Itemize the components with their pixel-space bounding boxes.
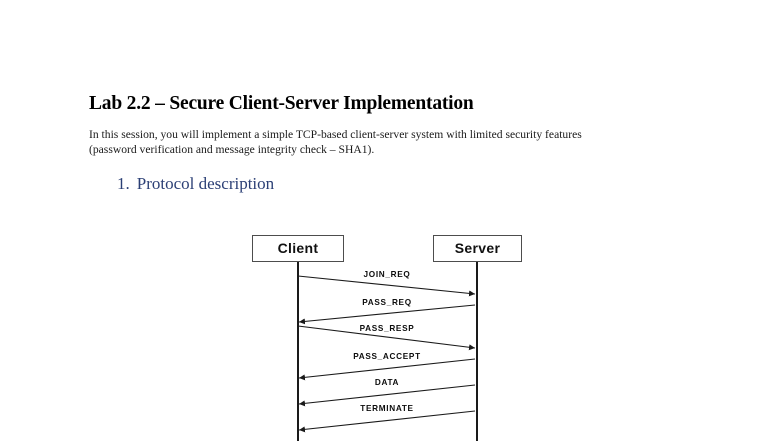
lifeline-server	[476, 262, 478, 441]
section-number: 1.	[117, 174, 130, 193]
message-label-data: DATA	[374, 378, 400, 387]
message-label-pass-accept: PASS_ACCEPT	[353, 352, 421, 361]
arrow-data	[298, 384, 476, 407]
message-label-pass-resp: PASS_RESP	[359, 324, 415, 333]
intro-paragraph-line-2: (password verification and message integ…	[89, 142, 375, 156]
section-heading-protocol-description: 1. Protocol description	[117, 174, 274, 194]
message-label-join-req: JOIN_REQ	[363, 270, 411, 279]
arrow-terminate	[298, 410, 476, 433]
arrow-pass-resp	[297, 325, 476, 351]
section-title: Protocol description	[136, 174, 275, 193]
actor-box-client: Client	[252, 235, 344, 262]
actor-box-server: Server	[433, 235, 522, 262]
message-arrows	[297, 275, 476, 433]
page-title: Lab 2.2 – Secure Client-Server Implement…	[89, 93, 474, 114]
message-label-pass-req: PASS_REQ	[362, 298, 412, 307]
arrow-pass-accept	[298, 358, 476, 381]
arrow-join-req	[297, 275, 476, 297]
lifeline-client	[297, 262, 299, 441]
sequence-diagram: Client Server JOIN_REQ PASS_REQ PASS_RES…	[240, 226, 540, 441]
intro-paragraph-line-1: In this session, you will implement a si…	[89, 128, 582, 141]
message-label-terminate: TERMINATE	[360, 404, 414, 413]
intro-paragraph: In this session, you will implement a si…	[89, 128, 693, 157]
arrow-pass-req	[298, 304, 476, 325]
